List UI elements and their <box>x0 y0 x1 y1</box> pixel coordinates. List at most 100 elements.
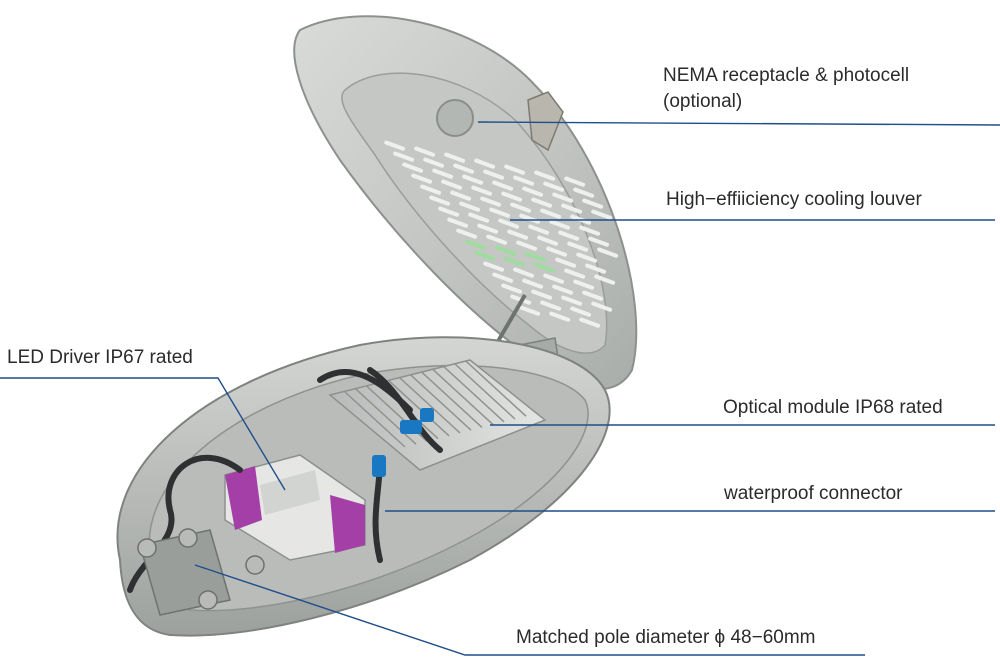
heatsink-fin <box>388 380 450 437</box>
louver-slot <box>498 218 520 229</box>
louver-slot <box>534 170 556 181</box>
louver-slot <box>492 180 514 191</box>
nema-receptacle <box>436 99 474 137</box>
louver-slot <box>429 195 451 206</box>
louver-slot <box>468 212 490 223</box>
louver-slot <box>543 273 565 284</box>
louver-slot <box>519 213 541 224</box>
louver-slot <box>543 181 565 192</box>
louver-slot <box>510 202 532 213</box>
waterproof-connectors <box>372 408 434 477</box>
louver-slot <box>531 197 553 208</box>
louver-slot <box>447 217 469 228</box>
louver-slot <box>453 163 475 174</box>
louver-slot <box>573 279 595 290</box>
louver-slot <box>438 206 460 217</box>
louver-slot <box>513 175 535 186</box>
louver-slot <box>483 261 505 272</box>
led-driver <box>224 454 366 561</box>
louver-slot <box>594 274 616 285</box>
louver-slot <box>552 192 574 203</box>
louver-slot <box>561 203 583 214</box>
luminaire-lid <box>293 15 638 390</box>
lid-bracket <box>527 91 564 152</box>
louver-slot <box>504 256 526 267</box>
louver-slot <box>570 306 592 317</box>
heatsink-fin <box>399 377 461 434</box>
louver-slot <box>591 301 613 312</box>
callout-nema-line2: (optional) <box>663 91 743 112</box>
heatsink-fin <box>344 391 406 448</box>
louver-slot <box>513 267 535 278</box>
louver-slot <box>564 268 586 279</box>
louver-slot <box>384 140 406 151</box>
louver-slot <box>507 229 529 240</box>
leader-pole <box>194 564 865 656</box>
louver-slot <box>546 246 568 257</box>
louver-slot <box>516 240 538 251</box>
callout-nema-line1: NEMA receptacle & photocell <box>663 65 910 86</box>
louver-slot <box>414 146 436 157</box>
louver-slot <box>579 225 601 236</box>
louver-slot <box>531 289 553 300</box>
callout-pole: Matched pole diameter ϕ 48−60mm <box>516 627 816 648</box>
louver-slot <box>501 191 523 202</box>
louver-slot <box>465 239 487 250</box>
louver-slot <box>411 173 433 184</box>
louver-slot <box>483 169 505 180</box>
louver-slot <box>456 228 478 239</box>
heatsink-fin <box>432 369 494 426</box>
callout-driver: LED Driver IP67 rated <box>7 347 193 368</box>
heatsink-fin <box>465 360 527 417</box>
leader-lines <box>0 121 1000 656</box>
callout-optical: Optical module IP68 rated <box>723 397 943 418</box>
louver-slot <box>522 278 544 289</box>
heatsink-fin <box>421 371 483 428</box>
louver-slot <box>423 157 445 168</box>
callout-nema: NEMA receptacle & photocell (optional) <box>663 63 909 115</box>
luminaire-base <box>116 336 611 637</box>
heatsink-fin <box>410 374 472 431</box>
louver-slot <box>588 236 610 247</box>
louver-slot <box>525 251 547 262</box>
louver-slot <box>582 290 604 301</box>
louver-slot <box>558 230 580 241</box>
louver-slot <box>561 295 583 306</box>
louver-slot <box>474 250 496 261</box>
louver-slot <box>585 263 607 274</box>
louver-slot <box>450 190 472 201</box>
louver-slot <box>549 219 571 230</box>
heatsink-fin <box>355 388 417 445</box>
louver-slot <box>537 235 559 246</box>
callout-connector: waterproof connector <box>724 483 903 504</box>
louver-slot <box>552 284 574 295</box>
leader-nema <box>477 121 1000 126</box>
louver-slot <box>540 208 562 219</box>
lid-inner-panel <box>341 72 608 354</box>
louver-slot <box>597 247 619 258</box>
louver-slot <box>591 209 613 220</box>
heatsink-fin <box>454 363 516 420</box>
louver-slot <box>402 162 424 173</box>
louver-slot <box>576 252 598 263</box>
louver-slot <box>549 311 571 322</box>
louver-slot <box>555 257 577 268</box>
louver-slot <box>501 283 523 294</box>
louver-slot <box>420 184 442 195</box>
louver-slot <box>492 272 514 283</box>
callout-louver: High−effiiciency cooling louver <box>666 189 922 210</box>
louver-slot <box>471 185 493 196</box>
leader-driver <box>0 377 286 491</box>
louver-slot <box>462 174 484 185</box>
louver-slot <box>579 317 601 328</box>
louver-slot <box>477 223 499 234</box>
louver-slot <box>441 179 463 190</box>
louver-slot <box>534 262 556 273</box>
louver-slot <box>504 164 526 175</box>
louver-slot <box>459 201 481 212</box>
louver-slot <box>540 300 562 311</box>
pole-clamp <box>137 528 265 616</box>
louver-slot <box>489 207 511 218</box>
heatsink-fin <box>443 366 505 423</box>
